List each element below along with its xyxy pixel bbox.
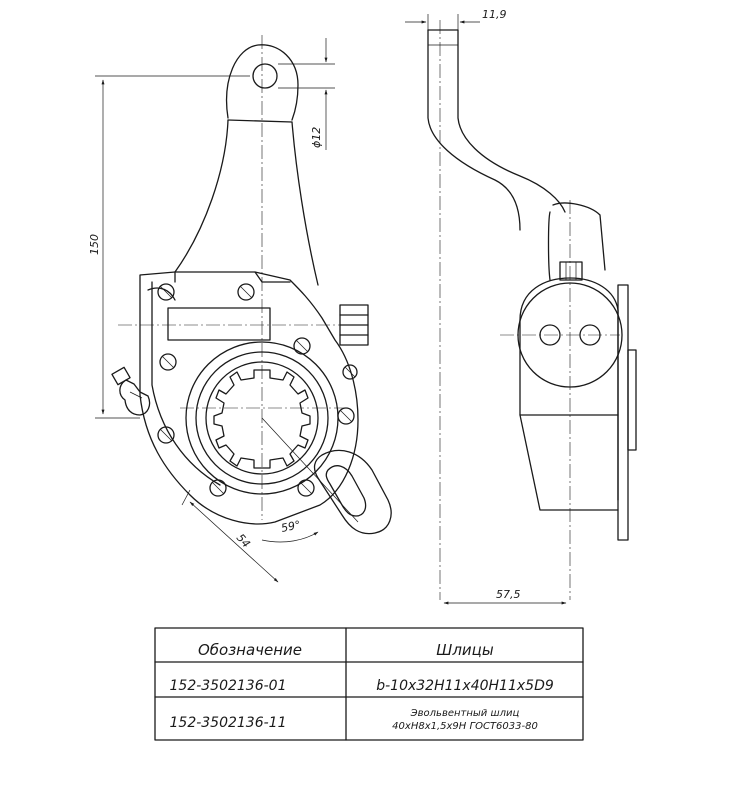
bolt	[237, 283, 255, 301]
dim-angle-label: 59°	[280, 518, 302, 535]
table-row-2-spline-line2: 40xH8x1,5x9H ГОСТ6033-80	[392, 721, 538, 732]
side-view	[405, 14, 637, 605]
spec-table	[154, 627, 584, 741]
bolt	[209, 479, 227, 497]
spline-teeth	[213, 369, 311, 469]
bolt	[157, 283, 175, 301]
side-connector	[339, 304, 369, 346]
lever-arm	[226, 44, 299, 121]
bolt	[337, 407, 355, 425]
bolt	[297, 479, 315, 497]
table-row-2-spline-line1: Эвольвентный шлиц	[410, 708, 520, 719]
table-row-2-designation: 152-3502136-11	[170, 715, 287, 731]
control-arm	[313, 449, 392, 535]
housing-body	[139, 271, 359, 525]
lever-hole	[252, 63, 278, 89]
dim-thickness-label: 11,9	[482, 8, 507, 21]
flange-plate	[617, 284, 629, 541]
dim-hole-label: ϕ12	[310, 127, 323, 148]
bolt	[342, 364, 358, 380]
side-boss	[517, 282, 623, 388]
bolt	[159, 353, 177, 371]
lever-profile	[427, 29, 566, 213]
bolt	[157, 426, 175, 444]
grease-nipple	[111, 366, 151, 416]
table-row-1-designation: 152-3502136-01	[170, 678, 287, 694]
worm-window	[167, 307, 271, 341]
table-header-designation: Обозначение	[198, 641, 302, 659]
front-view	[95, 35, 392, 583]
table-row-1-spline: b-10x32H11x40H11x5D9	[376, 678, 554, 694]
dim-offset-label: 57,5	[496, 588, 521, 601]
bolt	[293, 337, 311, 355]
dim-height-label: 150	[88, 234, 101, 255]
table-header-splines: Шлицы	[436, 641, 494, 659]
dim-radius-label: 54	[234, 531, 253, 550]
